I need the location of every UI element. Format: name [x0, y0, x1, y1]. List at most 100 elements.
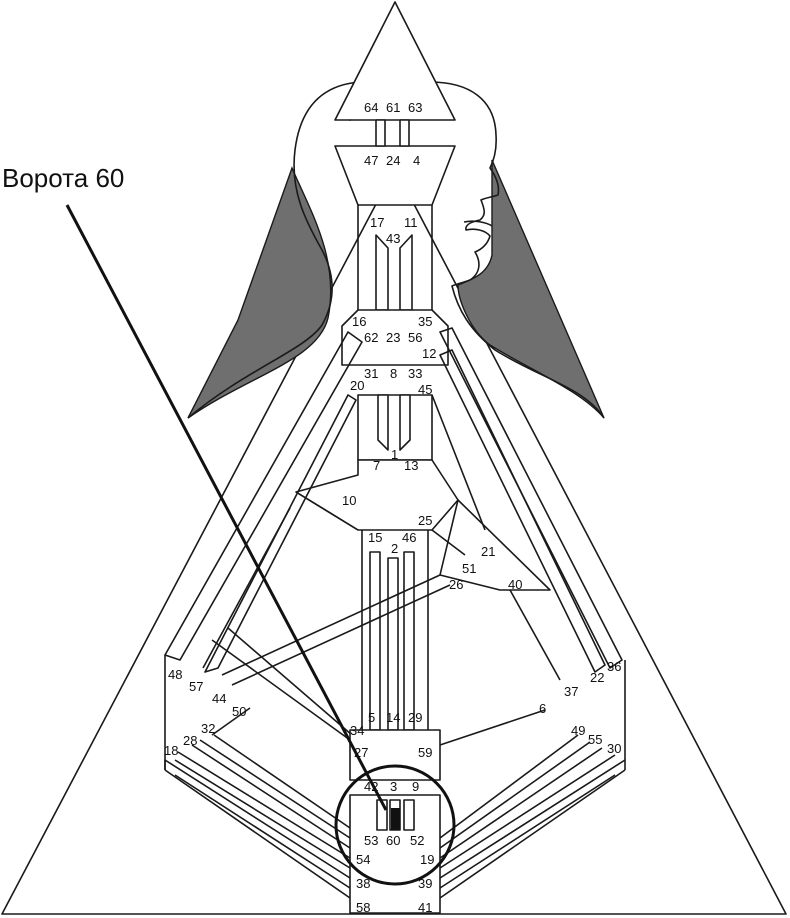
g-center — [295, 459, 459, 531]
gate-label: 38 — [356, 876, 370, 891]
gate-label: 8 — [390, 366, 397, 381]
gate-label: 40 — [508, 577, 522, 592]
channel-6-59 — [439, 709, 546, 746]
channel-13-33 — [399, 394, 411, 451]
gate-label: 19 — [420, 852, 434, 867]
gate-label: 33 — [408, 366, 422, 381]
gate-label: 55 — [588, 732, 602, 747]
gate-label: 7 — [373, 458, 380, 473]
channel-2-14 — [387, 557, 399, 731]
head-center — [334, 1, 456, 121]
gate-label: 57 — [189, 679, 203, 694]
channel-61-24 — [399, 119, 410, 147]
gate-label: 46 — [402, 530, 416, 545]
gate-label: 28 — [183, 733, 197, 748]
gate-label: 6 — [539, 701, 546, 716]
gate-label: 61 — [386, 100, 400, 115]
channel-64-47 — [375, 119, 386, 147]
channel-44-26-b — [221, 574, 441, 676]
gate-label: 9 — [412, 779, 419, 794]
gate-label: 20 — [350, 378, 364, 393]
gate-label: 51 — [462, 561, 476, 576]
gate-60-highlight-circle — [334, 764, 456, 886]
gate-label: 47 — [364, 153, 378, 168]
channel-10-34 — [295, 491, 359, 531]
gate-label: 45 — [418, 382, 432, 397]
gate-label: 60 — [386, 833, 400, 848]
channel-12-22 — [439, 327, 623, 669]
gate-label: 35 — [418, 314, 432, 329]
gate-label: 64 — [364, 100, 378, 115]
channel-25-51 — [431, 529, 466, 556]
gate-label: 3 — [390, 779, 397, 794]
head-silhouette — [187, 81, 361, 419]
outer-triangle — [1, 167, 787, 915]
channel-57-20 — [211, 639, 351, 741]
heart-center — [439, 499, 551, 591]
channel-50-27 — [211, 707, 251, 736]
gate-label: 11 — [404, 215, 418, 230]
spleen-triangle — [164, 331, 363, 661]
gate-label: 16 — [352, 314, 366, 329]
gate-label: 1 — [391, 447, 398, 462]
channel-57-34 — [227, 627, 353, 736]
face-profile — [429, 81, 605, 419]
gate-label: 23 — [386, 330, 400, 345]
gate-label: 48 — [168, 667, 182, 682]
gate-label: 5 — [368, 710, 375, 725]
spleen-channel-inner — [204, 394, 357, 673]
annotation-label: Ворота 60 — [2, 163, 124, 193]
gate-label: 32 — [201, 721, 215, 736]
gate-label: 25 — [418, 513, 432, 528]
gate-label: 26 — [449, 577, 463, 592]
gate-label: 15 — [368, 530, 382, 545]
gate-label: 22 — [590, 670, 604, 685]
gate-label: 4 — [413, 153, 420, 168]
gate-label: 36 — [607, 659, 621, 674]
gate-label: 53 — [364, 833, 378, 848]
channel-46-29 — [403, 551, 415, 731]
gate-label: 2 — [391, 541, 398, 556]
gate-label: 10 — [342, 493, 356, 508]
gate-label: 27 — [354, 745, 368, 760]
root-channels-left — [164, 734, 351, 899]
gate-label: 52 — [410, 833, 424, 848]
gate-label: 34 — [350, 723, 364, 738]
channel-40-37 — [509, 589, 561, 681]
channel-7-31 — [377, 394, 389, 451]
gate-label: 44 — [212, 691, 226, 706]
gate-label: 58 — [356, 900, 370, 915]
gate-labels: 64 61 63 47 24 4 17 43 11 16 62 23 56 35… — [164, 100, 621, 915]
channel-43-23 — [399, 234, 413, 311]
gate-label: 31 — [364, 366, 378, 381]
gate-label: 42 — [364, 779, 378, 794]
gate-label: 14 — [386, 710, 400, 725]
channel-15-5 — [369, 551, 381, 731]
throat-center — [341, 309, 449, 366]
gate-label: 21 — [481, 544, 495, 559]
gate-label: 50 — [232, 704, 246, 719]
root-center — [349, 794, 441, 914]
channel-17-62 — [375, 234, 389, 311]
sacral-center — [349, 729, 441, 781]
gate-label: 13 — [404, 458, 418, 473]
gate-label: 29 — [408, 710, 422, 725]
gate-label: 30 — [607, 741, 621, 756]
gate-label: 43 — [386, 231, 400, 246]
gate-label: 56 — [408, 330, 422, 345]
gate-label: 37 — [564, 684, 578, 699]
gate-60-marker — [391, 808, 400, 830]
gate-label: 59 — [418, 745, 432, 760]
gate-label: 17 — [370, 215, 384, 230]
gate-label: 54 — [356, 852, 370, 867]
gate-label: 63 — [408, 100, 422, 115]
root-channels-right — [439, 734, 626, 899]
left-shadow — [187, 166, 332, 419]
channel-10-57 — [202, 507, 291, 669]
channel-35-36 — [439, 349, 606, 673]
gate-9-52-channel — [403, 799, 415, 831]
gate-label: 18 — [164, 743, 178, 758]
right-shadow — [457, 159, 605, 419]
gate-label: 41 — [418, 900, 432, 915]
